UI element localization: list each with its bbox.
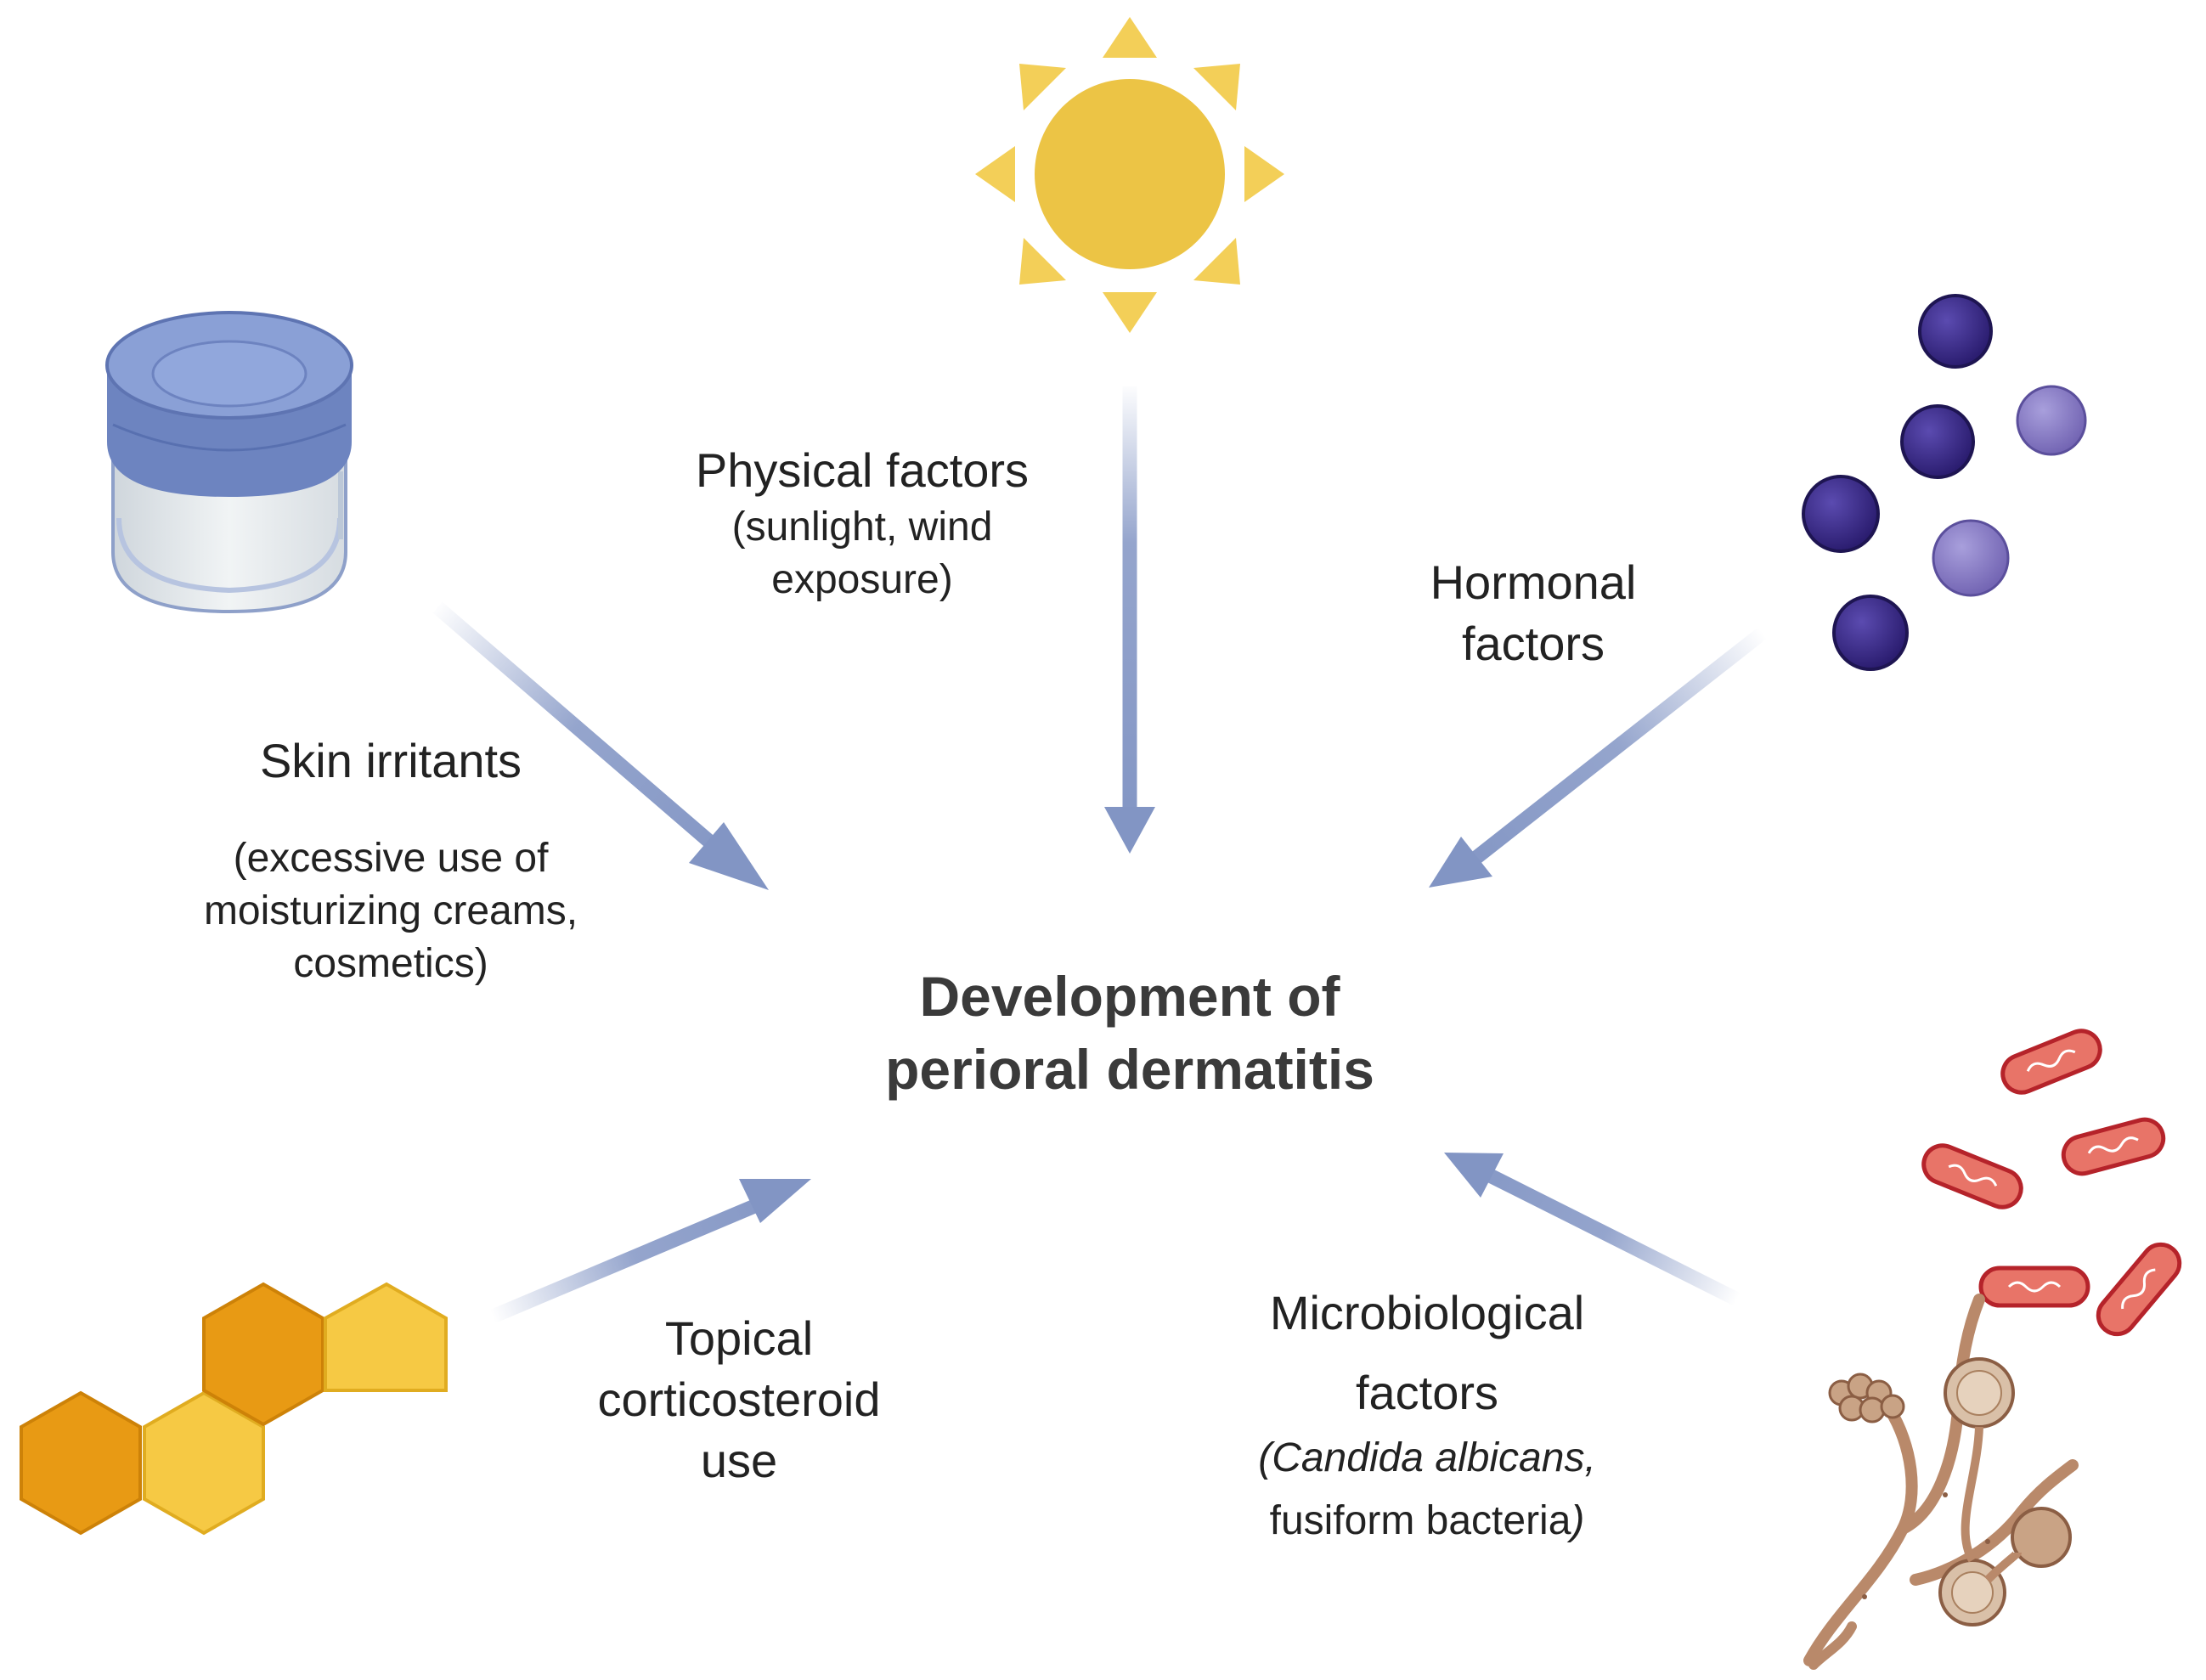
skin-irritants-label: Skin irritants (excessive use of moistur… [153, 730, 629, 990]
physical-factors-detail1: (sunlight, wind [731, 505, 993, 550]
microbiological-factors-detail1: (Candida albicans, [1206, 1432, 1648, 1485]
skin-irritants-detail2: moisturizing creams, [203, 888, 578, 933]
fungus-icon [1803, 1294, 2079, 1670]
microbiological-factors-line1: Microbiological [1269, 1286, 1585, 1339]
arrow-topical-corticosteroid [489, 1179, 811, 1323]
physical-factors-detail2: exposure) [771, 557, 953, 602]
bacteria-icon [1921, 1029, 2182, 1337]
microbiological-factors-detail2: fusiform bacteria) [1206, 1495, 1648, 1548]
micro-species: Candida albicans, [1272, 1435, 1596, 1480]
topical-corticosteroid-label: Topical corticosteroid use [552, 1308, 926, 1491]
topical-corticosteroid-line1: Topical [664, 1311, 814, 1365]
cream-jar-icon [105, 311, 353, 614]
arrow-microbiological-factors [1444, 1153, 1741, 1306]
hormonal-factors-line1: Hormonal [1430, 555, 1637, 609]
corticosteroid-hexagons-icon [20, 1282, 448, 1536]
hormonal-factors-line2: factors [1461, 617, 1605, 670]
arrow-skin-irritants [432, 601, 769, 890]
central-outcome-line1: Development of [919, 965, 1340, 1028]
skin-irritants-detail3: cosmetics) [293, 941, 488, 986]
central-outcome-label: Development of perioral dermatitis [858, 960, 1402, 1106]
arrow-physical-factors [1104, 386, 1155, 854]
topical-corticosteroid-line3: use [700, 1434, 778, 1487]
topical-corticosteroid-line2: corticosteroid [597, 1373, 881, 1426]
physical-factors-label: Physical factors (sunlight, wind exposur… [654, 440, 1070, 606]
central-outcome-line2: perioral dermatitis [885, 1038, 1374, 1101]
micro-bacteria: fusiform bacteria [1269, 1498, 1571, 1543]
micro-paren-close: ) [1571, 1498, 1585, 1543]
micro-paren-open: ( [1258, 1435, 1272, 1480]
microbiological-factors-line2: factors [1355, 1366, 1499, 1419]
physical-factors-title: Physical factors [695, 443, 1030, 497]
skin-irritants-title: Skin irritants [259, 734, 522, 787]
arrow-hormonal-factors [1429, 627, 1768, 888]
hormone-molecules-icon [1802, 294, 2087, 671]
skin-irritants-detail1: (excessive use of [233, 836, 549, 881]
sun-icon [975, 17, 1284, 333]
microbiological-factors-label: Microbiological factors (Candida albican… [1206, 1283, 1648, 1548]
hormonal-factors-label: Hormonal factors [1376, 552, 1690, 674]
